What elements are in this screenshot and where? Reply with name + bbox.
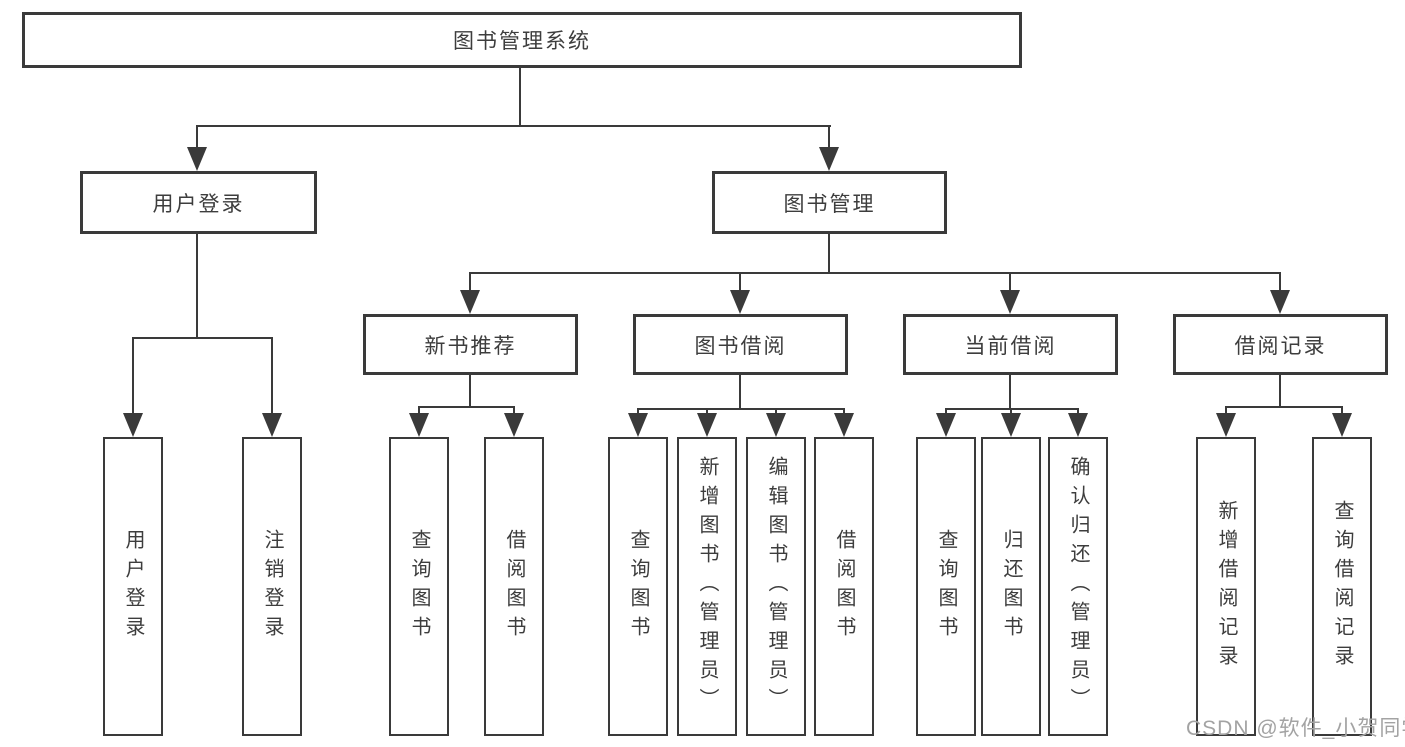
connector-line [828,125,830,151]
leaf-edit-book-admin: 编辑图书（管理员） [746,437,806,736]
node-label: 借阅图书 [503,528,525,645]
leaf-borrow-books-recommend: 借阅图书 [484,437,544,736]
arrow-down-icon [697,413,717,437]
arrow-down-icon [936,413,956,437]
leaf-add-book-admin: 新增图书（管理员） [677,437,737,736]
connector-line [1279,375,1281,406]
connector-line [739,272,741,292]
node-book-management: 图书管理 [712,171,947,234]
leaf-user-login: 用户登录 [103,437,163,736]
leaf-logout: 注销登录 [242,437,302,736]
node-label: 新增借阅记录 [1215,499,1237,674]
node-label: 新书推荐 [424,334,517,358]
node-current-borrowing: 当前借阅 [903,314,1118,375]
connector-line [945,408,947,415]
leaf-query-books-recommend: 查询图书 [389,437,449,736]
leaf-query-books-borrowing: 查询图书 [608,437,668,736]
connector-line [1009,272,1011,292]
leaf-add-borrow-record: 新增借阅记录 [1196,437,1256,736]
leaf-query-borrow-record: 查询借阅记录 [1312,437,1372,736]
connector-line [828,234,830,272]
node-label: 借阅图书 [833,528,855,645]
connector-line [706,408,708,415]
node-label: 注销登录 [261,528,283,645]
connector-line [843,408,845,415]
connector-line [418,406,515,408]
connector-line [1077,408,1079,415]
connector-line [945,408,1079,410]
arrow-down-icon [628,413,648,437]
arrow-down-icon [834,413,854,437]
leaf-confirm-return-admin: 确认归还（管理员） [1048,437,1108,736]
arrow-down-icon [187,147,207,171]
node-borrowing-records: 借阅记录 [1173,314,1388,375]
node-label: 新增图书（管理员） [696,456,718,717]
node-label: 当前借阅 [964,334,1057,358]
connector-line [132,337,134,417]
arrow-down-icon [1000,290,1020,314]
connector-line [775,408,777,415]
connector-line [1009,375,1011,408]
leaf-return-book: 归还图书 [981,437,1041,736]
arrow-down-icon [460,290,480,314]
connector-line [637,408,639,415]
arrow-down-icon [1332,413,1352,437]
arrow-down-icon [504,413,524,437]
connector-line [469,272,1281,274]
node-label: 归还图书 [1000,528,1022,645]
node-label: 查询图书 [935,528,957,645]
connector-line [196,234,198,337]
arrow-down-icon [1001,413,1021,437]
connector-line [519,68,521,125]
connector-line [1225,406,1227,415]
connector-line [469,375,471,406]
connector-line [1010,408,1012,415]
node-label: 用户登录 [122,528,144,645]
node-label: 查询图书 [627,528,649,645]
connector-line [1341,406,1343,415]
arrow-down-icon [766,413,786,437]
arrow-down-icon [262,413,282,437]
arrow-down-icon [1216,413,1236,437]
arrow-down-icon [1270,290,1290,314]
node-label: 图书借阅 [694,334,787,358]
connector-line [1279,272,1281,292]
node-new-book-recommendation: 新书推荐 [363,314,578,375]
node-label: 图书管理 [783,192,876,216]
node-label: 确认归还（管理员） [1067,456,1089,717]
connector-line [469,272,471,292]
connector-line [637,408,845,410]
connector-line [196,125,198,151]
node-label: 用户登录 [152,192,245,216]
connector-line [418,406,420,415]
leaf-query-books-current: 查询图书 [916,437,976,736]
arrow-down-icon [409,413,429,437]
arrow-down-icon [123,413,143,437]
watermark: CSDN @软件_小贺同学 [1186,717,1405,740]
leaf-borrow-books-borrowing: 借阅图书 [814,437,874,736]
connector-line [739,375,741,408]
arrow-down-icon [819,147,839,171]
node-label: 编辑图书（管理员） [765,456,787,717]
connector-line [1225,406,1343,408]
arrow-down-icon [1068,413,1088,437]
node-label: 查询借阅记录 [1331,499,1353,674]
node-label: 借阅记录 [1234,334,1327,358]
connector-line [132,337,273,339]
connector-line [271,337,273,417]
node-book-borrowing: 图书借阅 [633,314,848,375]
node-library-management-system: 图书管理系统 [22,12,1022,68]
connector-line [513,406,515,415]
node-user-login: 用户登录 [80,171,317,234]
node-label: 查询图书 [408,528,430,645]
connector-line [196,125,831,127]
arrow-down-icon [730,290,750,314]
node-label: 图书管理系统 [453,30,591,53]
